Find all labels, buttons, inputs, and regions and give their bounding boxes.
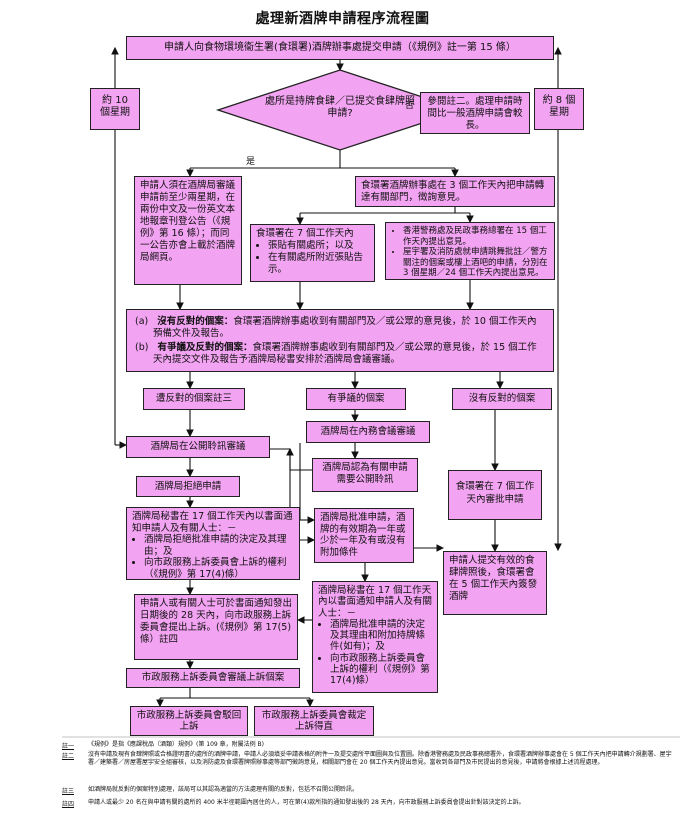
refuse-notice-head: 酒牌局秘書在 17 個工作天內以書面通知申請人及有關人士：－: [132, 511, 293, 534]
appeal-28-box: 申請人或有關人士可於書面通知發出日期後的 28 天內，向市政服務上訴委員會提出上…: [134, 594, 298, 660]
note-key: 註四: [62, 801, 75, 808]
summary-b-bold: 有爭議及反對的個案：: [157, 342, 253, 353]
approve-notice-head: 酒牌局秘書在 17 個工作天內以書面通知申請人及有關人士：－: [318, 585, 433, 619]
refuse-notice-item: 向市政服務上訴委員會上訴的權利（《規例》第 17(4)條）: [144, 557, 294, 580]
summary-box: (a) 沒有反對的個案：食環署酒牌辦事處收到有關部門及／或公眾的意見後，於 10…: [126, 309, 554, 372]
need-public-box: 酒牌局認為有關申請需要公開聆訊: [312, 458, 418, 492]
internal-meeting-box: 酒牌局在內務會議審議: [306, 421, 430, 443]
note-key: 註三: [62, 788, 75, 795]
summary-b-text: 食環署酒牌辦事處收到有關部門及／或公眾的意見後，於 15 個工作天內提交文件及報…: [153, 342, 537, 365]
posting-item: 在有關處所附近張貼告示。: [268, 252, 369, 276]
note-text: 如酒牌局就反對的個案特別處理，該局可以其認為適當的方法處理有關的反對，包括不召開…: [88, 786, 359, 793]
start-box: 申請人向食物環境衞生署(食環署)酒牌辦事處提交申請（《規例》註一第 15 條）: [126, 36, 554, 60]
appeal-board-box: 市政服務上訴委員會審議上訴個案: [126, 668, 300, 688]
approve-board-box: 酒牌局批准申請，酒牌的有效期為一年或少於一年及有或沒有附加條件: [314, 508, 414, 563]
issue-licence-box: 申請人提交有效的食肆牌照後，食環署會在 5 個工作天內簽發酒牌: [443, 551, 547, 615]
referral-box: 食環署酒牌辦事處在 3 個工作天內把申請轉達有關部門，徵詢意見。: [355, 176, 555, 207]
public-hearing-box: 酒牌局在公開聆訊審議: [126, 436, 270, 458]
summary-a-key: (a): [135, 316, 149, 327]
depts-box: 香港警務處及民政事務總署在 15 個工作天內提出意見。 屋宇署及消防處就申請跳舞…: [385, 222, 555, 280]
approve-7days-box: 食環署在 7 個工作天內審批申請: [448, 470, 542, 520]
depts-item: 屋宇署及消防處就申請跳舞批註／警方關注的個案或樓上酒吧的申請，分別在 3 個星期…: [403, 247, 549, 279]
gazette-box: 申請人須在酒牌局審議申請前至少兩星期，在兩份中文及一份英文本地報章刊登公告（《規…: [134, 176, 242, 285]
refuse-notice-item: 酒牌局拒絕批准申請的決定及其理由；及: [144, 534, 294, 557]
summary-a-bold: 沒有反對的個案：: [157, 316, 234, 327]
depts-item: 香港警務處及民政事務總署在 15 個工作天內提出意見。: [403, 226, 549, 247]
no-label: 否: [405, 101, 415, 111]
no-objection-box: 沒有反對的個案: [452, 388, 552, 410]
approve-notice-item: 酒牌局批准申請的決定及其理由和附加持牌條件(如有)；及: [330, 619, 432, 653]
appeal-overturn-box: 市政服務上訴委員會裁定上訴得直: [254, 706, 374, 736]
note-text: 《規例》是指《應課稅品（酒類）規例》(第 109 章，附屬法例 B): [88, 741, 264, 748]
summary-a-text: 食環署酒牌辦事處收到有關部門及／或公眾的意見後，於 10 個工作天內預備文件及報…: [153, 316, 537, 339]
appeal-reject-box: 市政服務上訴委員會駁回上訴: [130, 706, 248, 736]
refuse-notice-box: 酒牌局秘書在 17 個工作天內以書面通知申請人及有關人士：－ 酒牌局拒絕批准申請…: [126, 507, 300, 580]
posting-head: 食環署在 7 個工作天內: [256, 228, 354, 239]
approve-notice-item: 向市政服務上訴委員會上訴的權利（《規例》第 17(4)條）: [330, 653, 432, 687]
decision-text: 處所是持牌食肆／已提交食肆牌照申請?: [265, 96, 415, 119]
posting-box: 食環署在 7 個工作天內 張貼有關處所；以及 在有關處所附近張貼告示。: [250, 224, 375, 282]
left-weeks-box: 約 10 個星期: [90, 88, 140, 130]
note-text: 申請人或最少 20 名在與申請有關的處所的 400 米半徑範圍內居住的人，可在第…: [88, 799, 525, 806]
yes-label: 是: [246, 157, 256, 167]
note-key: 註一: [62, 743, 75, 750]
note-text: 沒有申請及現有食肆牌照或合格證明書的處所的酒牌申請，申請人必須填妥申請表格的附件…: [88, 751, 672, 766]
note-key: 註二: [62, 753, 75, 760]
note2-box: 參閱註二。處理申請時間比一般酒牌申請會較長。: [420, 92, 530, 134]
posting-item: 張貼有關處所；以及: [268, 240, 369, 252]
disputed-box: 有爭議的個案: [306, 388, 406, 410]
approve-notice-box: 酒牌局秘書在 17 個工作天內以書面通知申請人及有關人士：－ 酒牌局批准申請的決…: [312, 581, 438, 693]
objection-box: 遭反對的個案註三: [143, 388, 245, 410]
page-title: 處理新酒牌申請程序流程圖: [255, 11, 430, 27]
right-weeks-box: 約 8 個星期: [534, 88, 584, 130]
refuse-box: 酒牌局拒絕申請: [136, 476, 240, 497]
summary-b-key: (b): [135, 342, 149, 353]
